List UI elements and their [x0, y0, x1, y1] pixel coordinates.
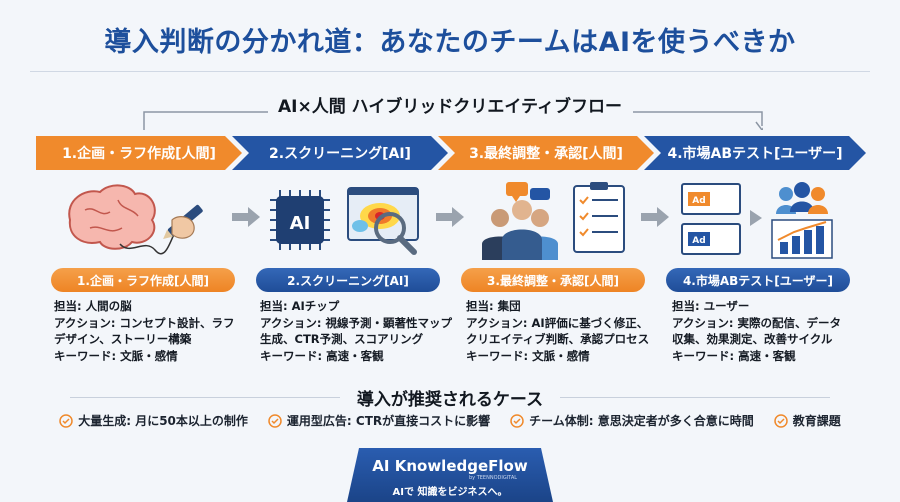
- cases-divider-right: [560, 397, 830, 398]
- banner-step-2: 2.スクリーニング[AI]: [232, 136, 448, 170]
- arrow-right-icon: [436, 207, 464, 227]
- banner-step-3-label: 3.最終調整・承認[人間]: [469, 146, 623, 162]
- check-circle-icon: [774, 413, 788, 428]
- banner-step-3: 3.最終調整・承認[人間]: [438, 136, 654, 170]
- step-2-owner: 担当: AIチップ: [260, 299, 340, 313]
- case-label: 大量生成: 月に50本以上の制作: [78, 414, 248, 428]
- loop-bracket: [143, 111, 763, 130]
- brand-tagline: AIで 知識をビジネスへ。: [392, 487, 508, 498]
- chip-label: AI: [290, 213, 311, 234]
- check-circle-icon: [268, 413, 282, 428]
- flow-title: AI×人間 ハイブリッドクリエイティブフロー: [278, 97, 622, 117]
- title-divider: [30, 71, 870, 72]
- team-checklist-icon: [482, 182, 625, 260]
- step-3-description: 担当: 集団 アクション: AI評価に基づく修正、 クリエイティブ判断、承認プロ…: [466, 298, 666, 364]
- pill-step-2: 2.スクリーニング[AI]: [256, 268, 440, 292]
- pill-step-3: 3.最終調整・承認[人間]: [461, 268, 645, 292]
- arrow-right-icon: [232, 207, 260, 227]
- step-1-owner: 担当: 人間の脳: [54, 299, 132, 313]
- step-4-owner: 担当: ユーザー: [672, 299, 750, 313]
- check-circle-icon: [510, 413, 524, 428]
- footer-brand-tab: AI KnowledgeFlow by TEENNODIGITAL AIで 知識…: [347, 448, 553, 502]
- step-4-action: アクション: 実際の配信、データ: [672, 315, 842, 330]
- check-circle-icon: [59, 413, 73, 428]
- step-2-action: アクション: 視線予測・顕著性マップ: [260, 315, 453, 330]
- arrow-right-icon: [641, 207, 669, 227]
- cases-divider-left: [70, 397, 340, 398]
- step-4-description: 担当: ユーザー アクション: 実際の配信、データ 収集、効果測定、改善サイクル…: [672, 298, 872, 364]
- step-1-action-cont: デザイン、ストーリー構築: [54, 332, 192, 346]
- banner-step-1: 1.企画・ラフ作成[人間]: [36, 136, 242, 170]
- step-2-action-cont: 生成、CTR予測、スコアリング: [260, 332, 424, 346]
- step-4-keyword: キーワード: 高速・客観: [672, 348, 796, 363]
- step-3-keyword: キーワード: 文脈・感情: [466, 348, 590, 363]
- step-1-description: 担当: 人間の脳 アクション: コンセプト設計、ラフ デザイン、ストーリー構築 …: [54, 298, 254, 364]
- case-item: チーム体制: 意思決定者が多く合意に時間: [510, 412, 754, 429]
- pill-step-4: 4.市場ABテスト[ユーザー]: [666, 268, 850, 292]
- cases-list: 大量生成: 月に50本以上の制作 運用型広告: CTRが直接コストに影響 チーム…: [0, 412, 900, 429]
- cases-title: 導入が推奨されるケース: [356, 390, 544, 410]
- case-label: 運用型広告: CTRが直接コストに影響: [286, 414, 491, 428]
- step-2-keyword: キーワード: 高速・客観: [260, 348, 384, 363]
- step-3-action-cont: クリエイティブ判断、承認プロセス: [466, 332, 650, 346]
- case-item: 教育課題: [774, 412, 841, 429]
- brand-name: AI KnowledgeFlow: [372, 457, 528, 475]
- case-label: チーム体制: 意思決定者が多く合意に時間: [529, 414, 754, 428]
- banner-step-4-label: 4.市場ABテスト[ユーザー]: [667, 146, 843, 162]
- case-item: 大量生成: 月に50本以上の制作: [59, 412, 248, 429]
- brand-subtitle: by TEENNODIGITAL: [469, 475, 518, 481]
- step-3-owner: 担当: 集団: [466, 299, 521, 313]
- step-2-description: 担当: AIチップ アクション: 視線予測・顕著性マップ 生成、CTR予測、スコ…: [260, 298, 460, 364]
- pill-step-1: 1.企画・ラフ作成[人間]: [51, 268, 235, 292]
- ad-label-a: Ad: [692, 196, 705, 206]
- banner-step-1-label: 1.企画・ラフ作成[人間]: [62, 146, 216, 162]
- banner-step-2-label: 2.スクリーニング[AI]: [269, 146, 411, 162]
- case-label: 教育課題: [792, 414, 841, 428]
- ab-test-icon: Ad Ad: [681, 182, 833, 259]
- case-item: 運用型広告: CTRが直接コストに影響: [268, 412, 490, 429]
- step-1-keyword: キーワード: 文脈・感情: [54, 348, 178, 363]
- page-title: 導入判断の分かれ道：あなたのチームはAIを使うべきか: [104, 27, 796, 58]
- step-3-action: アクション: AI評価に基づく修正、: [466, 315, 649, 330]
- ai-chip-heatmap-icon: AI: [270, 187, 419, 255]
- brain-sketch-icon: [68, 184, 203, 255]
- ad-label-b: Ad: [692, 236, 705, 246]
- banner-step-4: 4.市場ABテスト[ユーザー]: [644, 136, 866, 170]
- step-1-action: アクション: コンセプト設計、ラフ: [54, 315, 235, 330]
- step-4-action-cont: 収集、効果測定、改善サイクル: [672, 332, 833, 346]
